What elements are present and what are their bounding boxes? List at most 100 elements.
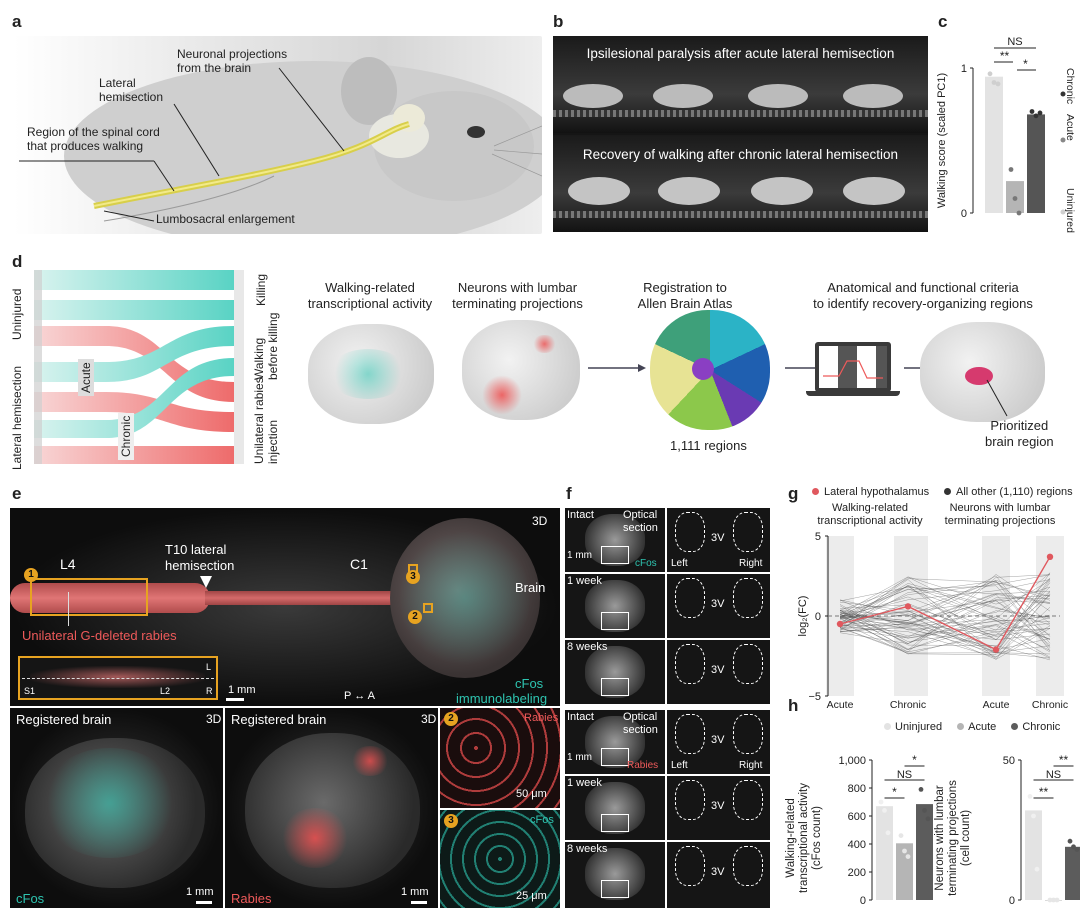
h-sig-2: ** bbox=[1059, 753, 1069, 767]
g-region-line bbox=[839, 627, 1051, 659]
h-sig-1: ** bbox=[1039, 785, 1049, 799]
h-point bbox=[885, 830, 891, 836]
label-walking-before-killing: Walking before killing bbox=[252, 312, 281, 380]
g-region-line bbox=[839, 579, 1051, 617]
label-cfos-e: cFos bbox=[515, 676, 544, 691]
label-killing: Killing bbox=[254, 273, 268, 306]
scale-1mm-b1: 1 mm bbox=[186, 886, 214, 898]
h-point bbox=[1054, 897, 1060, 903]
h-bar bbox=[1025, 810, 1042, 900]
c-ytick-label: 1 bbox=[961, 63, 967, 75]
spinal-cord-3d: 1 2 3 3D L4 T10 lateral hemisection C1 B… bbox=[10, 508, 560, 706]
label-intact-rabies: Intact bbox=[567, 711, 594, 723]
label-s1: S1 bbox=[24, 686, 36, 696]
c-sig-ns: NS bbox=[1007, 36, 1022, 48]
label-3d-brain1: 3D bbox=[206, 712, 222, 726]
h-point bbox=[1047, 897, 1053, 903]
panel-label-d: d bbox=[12, 252, 23, 271]
h-point bbox=[1027, 794, 1033, 799]
annotation-lines bbox=[19, 67, 345, 222]
label-optical-rabies: Optical section bbox=[623, 711, 658, 737]
label-3v-4: 3V bbox=[711, 734, 725, 746]
g-region-line bbox=[839, 590, 1051, 625]
g-ylabel: log₂(FC) bbox=[797, 596, 809, 637]
label-walking-activity: Walking-related transcriptional activity bbox=[307, 280, 433, 311]
g-region-line bbox=[839, 588, 1051, 622]
marker-3-inset: 3 bbox=[444, 814, 458, 828]
label-l: L bbox=[206, 662, 212, 672]
scale-1mm: 1 mm bbox=[228, 684, 256, 696]
label-3v-5: 3V bbox=[711, 800, 725, 812]
label-rabies-brain2: Rabies bbox=[231, 891, 272, 906]
g-region-line bbox=[839, 614, 1051, 637]
h-ytick-label: 0 bbox=[860, 895, 866, 907]
h-ytick-label: 600 bbox=[848, 811, 866, 823]
g-region-line bbox=[839, 601, 1051, 653]
h-ylabel: transcriptional activity bbox=[798, 783, 810, 893]
brain-sections: Intact Optical section 1 mm cFos 3V Left Righ… bbox=[565, 508, 770, 908]
g-region-line bbox=[839, 582, 1051, 621]
g-lh-point bbox=[1046, 553, 1054, 560]
c-sig-1: ** bbox=[1000, 49, 1010, 63]
scale-25um: 25 μm bbox=[516, 890, 547, 902]
g-region-line bbox=[839, 609, 1051, 644]
video-chronic: Recovery of walking after chronic latera… bbox=[553, 135, 928, 232]
g-region-line bbox=[839, 599, 1051, 633]
label-cfos-inset: cFos bbox=[530, 814, 554, 826]
c-point bbox=[995, 81, 1001, 87]
g-region-line bbox=[839, 611, 1051, 651]
g-region-line bbox=[839, 620, 1051, 653]
label-cfos-f: cFos bbox=[635, 558, 657, 569]
label-3v-6: 3V bbox=[711, 866, 725, 878]
h-point bbox=[1074, 847, 1080, 852]
g-region-line bbox=[839, 613, 1051, 659]
h-ylabel: (cFos count) bbox=[811, 806, 823, 870]
h-point bbox=[878, 799, 884, 805]
scale-1mm-f2: 1 mm bbox=[567, 752, 592, 763]
marker-1: 1 bbox=[24, 568, 38, 582]
g-xtick-label: Chronic bbox=[890, 699, 926, 711]
h-point bbox=[1051, 897, 1056, 903]
g-region-line bbox=[839, 619, 1051, 658]
label-8weeks-cfos: 8 weeks bbox=[567, 641, 608, 653]
c-point bbox=[991, 80, 997, 85]
label-criteria: Anatomical and functional criteria to id… bbox=[813, 280, 1033, 311]
h-bar bbox=[916, 804, 933, 900]
label-chronic: Chronic bbox=[118, 412, 135, 460]
h-bar bbox=[876, 806, 893, 900]
scale-50um: 50 μm bbox=[516, 788, 547, 800]
h-sig-ns: NS bbox=[1046, 769, 1061, 781]
inset-1: S1 L2 L R bbox=[18, 656, 218, 700]
c-bar bbox=[1027, 114, 1045, 213]
label-right-rabies: Right bbox=[739, 760, 763, 771]
h-ytick-label: 800 bbox=[848, 783, 866, 795]
h-point bbox=[925, 816, 931, 822]
legend-lh: Lateral hypothalamus bbox=[812, 486, 929, 499]
label-left-rabies: Left bbox=[671, 760, 688, 771]
c-point bbox=[1037, 110, 1043, 116]
g-ytick-label: −5 bbox=[808, 691, 821, 703]
label-cfos-brain1: cFos bbox=[16, 891, 45, 906]
h-point bbox=[922, 808, 927, 813]
g-region-line bbox=[839, 572, 1051, 653]
label-lateral-hemisection: Lateral hemisection bbox=[99, 76, 164, 105]
marker-3: 3 bbox=[406, 570, 420, 584]
label-lumbosacral: Lumbosacral enlargement bbox=[156, 212, 295, 226]
h-ytick-label: 0 bbox=[1009, 895, 1015, 907]
panel-label-c: c bbox=[938, 12, 948, 31]
g-region-line bbox=[839, 604, 1051, 642]
h-ylabel: terminating projections bbox=[947, 780, 959, 896]
brain-prioritized-render bbox=[920, 322, 1045, 422]
label-immunolabeling: immunolabeling bbox=[456, 691, 548, 706]
label-l4: L4 bbox=[60, 556, 76, 572]
c-point bbox=[1012, 196, 1018, 201]
g-ytick-label: 0 bbox=[815, 611, 821, 623]
h-ytick-label: 50 bbox=[1003, 755, 1015, 767]
h-ytick-label: 1,000 bbox=[838, 755, 866, 767]
c-point bbox=[1008, 167, 1014, 172]
label-t10: T10 lateral hemisection bbox=[165, 542, 235, 573]
g-region-line bbox=[839, 572, 1051, 633]
c-legend-dot bbox=[1060, 91, 1066, 97]
marker-2: 2 bbox=[408, 610, 422, 624]
c-point bbox=[987, 71, 993, 77]
